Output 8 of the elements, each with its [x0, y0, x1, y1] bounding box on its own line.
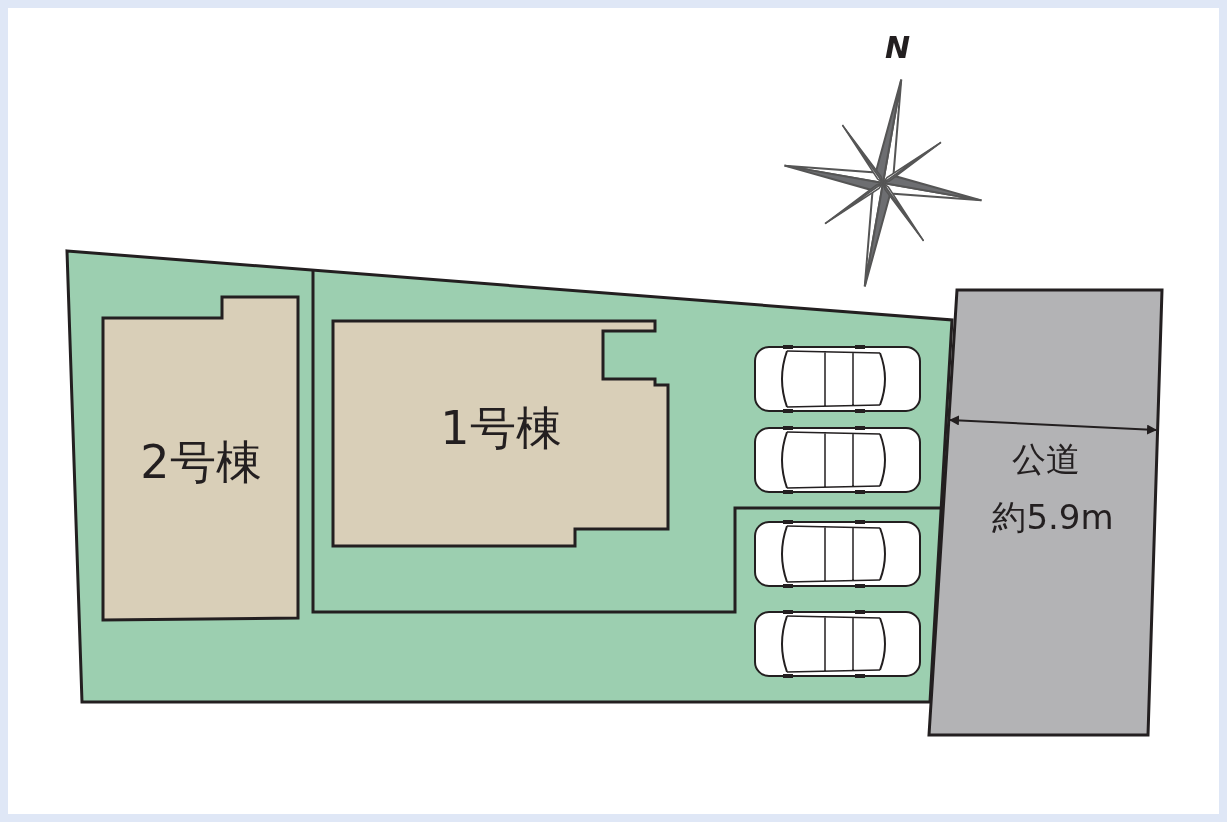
building-label: 2号棟 — [139, 434, 263, 491]
road-area — [926, 287, 1166, 739]
building-footprint — [330, 318, 672, 550]
dimension-label: 約5.9m — [991, 496, 1115, 539]
building-label: 1号棟 — [439, 400, 563, 457]
north-label: N — [885, 30, 911, 65]
building-footprint — [100, 294, 302, 624]
road-label: 公道 — [1011, 438, 1081, 481]
